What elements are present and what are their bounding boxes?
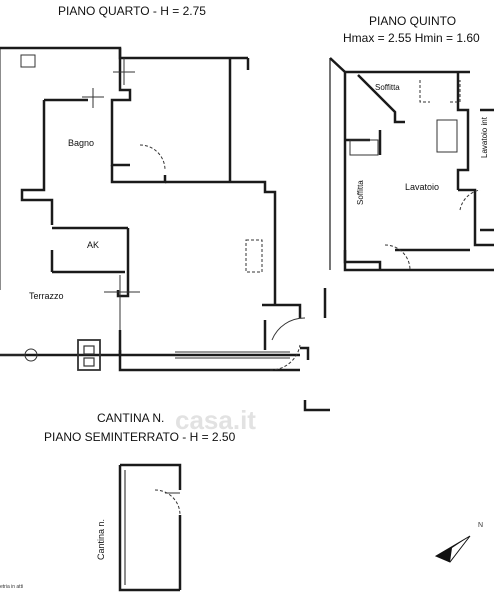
room-label-ak: AK bbox=[87, 240, 100, 250]
room-label-bagno: Bagno bbox=[68, 138, 95, 148]
floor5-walls bbox=[329, 57, 494, 272]
watermark: casa.it bbox=[175, 405, 256, 435]
room-label-terrazzo: Terrazzo bbox=[29, 291, 64, 301]
room-label-soffitta-top: Soffitta bbox=[375, 83, 400, 92]
room-label-lavatoio: Lavatoio bbox=[405, 182, 440, 192]
cellar-title: CANTINA N. bbox=[97, 411, 165, 425]
cellar-details bbox=[154, 489, 181, 516]
north-label: N bbox=[478, 522, 484, 529]
footer-note: etria in atti bbox=[0, 584, 24, 590]
cellar-walls bbox=[118, 463, 182, 592]
floor5-title: PIANO QUINTO bbox=[369, 14, 457, 28]
floor5-details bbox=[349, 80, 481, 271]
floor4-walls bbox=[0, 46, 330, 412]
room-label-cantina: Cantina n. bbox=[96, 518, 106, 560]
floor4-details bbox=[0, 54, 306, 371]
north-arrow-icon bbox=[434, 535, 471, 563]
floor5-subtitle: Hmax = 2.55 Hmin = 1.60 bbox=[343, 31, 480, 45]
room-label-soffitta-left: Soffitta bbox=[356, 180, 365, 205]
room-label-lavatoio-int: Lavatoio int bbox=[480, 117, 489, 158]
floor4-title: PIANO QUARTO - H = 2.75 bbox=[58, 4, 206, 18]
cellar-subtitle: PIANO SEMINTERRATO - H = 2.50 bbox=[44, 430, 236, 444]
